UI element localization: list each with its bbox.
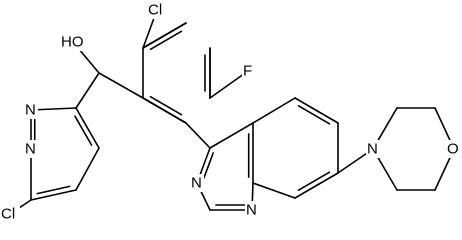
bond-line: [149, 30, 183, 51]
atom-cl-top-label: Cl: [148, 2, 162, 19]
bond-line: [75, 72, 100, 109]
atom-n-quinazoline-b: N: [245, 201, 259, 219]
atom-n-quinazoline-b-label: N: [246, 202, 257, 219]
atom-cl-bottom-label: Cl: [1, 206, 15, 223]
bond-line: [209, 122, 254, 149]
atom-ho-label: HO: [61, 34, 84, 51]
atom-n-pyridazine-a-label: N: [25, 102, 36, 119]
atom-o-morpholine: O: [446, 140, 461, 158]
atom-n-pyridazine-b-label: N: [25, 141, 36, 158]
atom-n-morpholine: N: [366, 140, 380, 158]
bond-line: [297, 171, 331, 191]
bond-line: [297, 105, 331, 125]
bond-line: [209, 70, 249, 99]
bond-line: [252, 97, 296, 124]
bond-line: [149, 95, 183, 116]
bond-line: [203, 152, 214, 179]
atom-cl-bottom: Cl: [0, 205, 20, 223]
bond-line: [75, 107, 100, 149]
atom-f: F: [242, 62, 255, 80]
atom-n-quinazoline-a: N: [190, 174, 204, 192]
atom-labels: Cl HO F N N Cl N N: [0, 1, 461, 223]
atom-n-quinazoline-a-label: N: [191, 175, 202, 192]
bond-lines: [9, 9, 455, 215]
bond-line: [294, 97, 339, 124]
bond-line: [142, 22, 187, 49]
bond-line: [30, 189, 77, 201]
atom-n-pyridazine-b: N: [24, 140, 38, 158]
bond-line: [74, 115, 93, 146]
bond-line: [98, 72, 144, 99]
bond-line: [36, 185, 71, 195]
atom-o-morpholine-label: O: [447, 141, 459, 158]
bond-line: [30, 107, 77, 111]
bond-line: [75, 147, 100, 191]
bond-line: [185, 122, 211, 149]
atom-n-morpholine-label: N: [367, 141, 378, 158]
atom-n-pyridazine-a: N: [24, 101, 38, 119]
bond-line: [294, 172, 339, 199]
bond-line: [252, 182, 296, 199]
atom-cl-top: Cl: [147, 1, 167, 19]
atom-f-label: F: [243, 63, 252, 80]
bond-line: [142, 97, 187, 124]
chemical-structure: Cl HO F N N Cl N N: [0, 1, 461, 223]
atom-ho: HO: [60, 33, 85, 51]
